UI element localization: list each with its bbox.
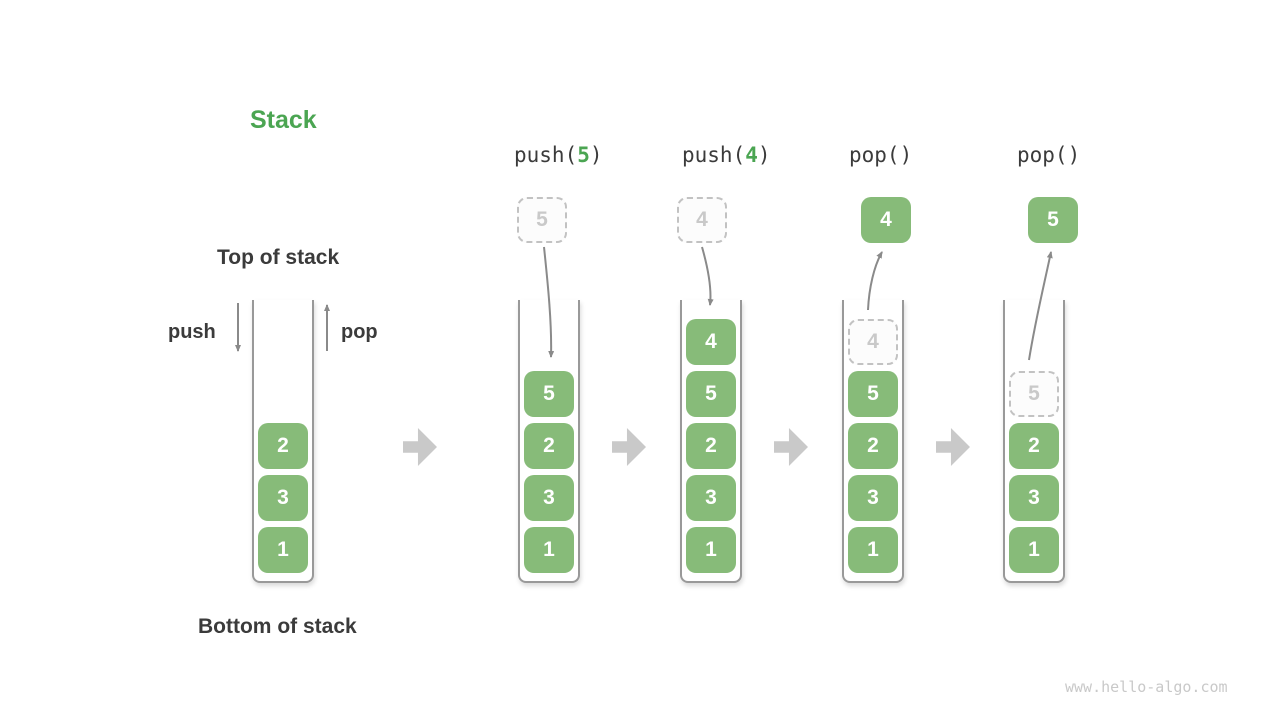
- stack-element: 5: [848, 371, 898, 417]
- stack-container-after-push-4: 4 5 2 3 1: [680, 300, 742, 583]
- op-text: ): [757, 143, 771, 167]
- stack-element: 4: [686, 319, 736, 365]
- stack-element: 3: [524, 475, 574, 521]
- op-text: pop(): [1017, 143, 1081, 167]
- operation-label-push-5: push(5): [514, 143, 603, 167]
- stack-element: 2: [848, 423, 898, 469]
- stack-element: 1: [524, 527, 574, 573]
- op-text: pop(): [849, 143, 913, 167]
- stack-element: 2: [524, 423, 574, 469]
- operation-label-push-4: push(4): [682, 143, 771, 167]
- stack-element: 5: [524, 371, 574, 417]
- stack-element: 1: [848, 527, 898, 573]
- push-label: push: [168, 321, 216, 343]
- stack-element: 3: [848, 475, 898, 521]
- stack-element: 3: [258, 475, 308, 521]
- stack-element: 2: [258, 423, 308, 469]
- op-text: push(: [514, 143, 578, 167]
- stack-container-initial: 2 3 1: [252, 300, 314, 583]
- removed-element-ghost: 5: [1009, 371, 1059, 417]
- stack-element: 1: [258, 527, 308, 573]
- op-arg: 5: [577, 143, 590, 167]
- step-arrow-icon: [936, 428, 970, 466]
- op-text: ): [589, 143, 603, 167]
- removed-element-ghost: 4: [848, 319, 898, 365]
- stack-element: 3: [686, 475, 736, 521]
- stack-element: 2: [1009, 423, 1059, 469]
- incoming-element-5: 5: [517, 197, 567, 243]
- stack-container-after-push-5: 5 2 3 1: [518, 300, 580, 583]
- site-watermark: www.hello-algo.com: [1065, 678, 1228, 696]
- op-text: push(: [682, 143, 746, 167]
- stack-element: 1: [1009, 527, 1059, 573]
- stack-container-after-pop-1: 4 5 2 3 1: [842, 300, 904, 583]
- step-arrow-icon: [403, 428, 437, 466]
- popped-element-4: 4: [861, 197, 911, 243]
- stack-element: 1: [686, 527, 736, 573]
- diagram-title: Stack: [250, 106, 317, 134]
- op-arg: 4: [745, 143, 758, 167]
- push-4-flow-arrow-icon: [701, 246, 714, 306]
- stack-container-after-pop-2: 5 2 3 1: [1003, 300, 1065, 583]
- stack-element: 5: [686, 371, 736, 417]
- operation-label-pop-1: pop(): [849, 143, 912, 167]
- bottom-of-stack-label: Bottom of stack: [198, 615, 357, 638]
- stack-element: 2: [686, 423, 736, 469]
- stack-element: 3: [1009, 475, 1059, 521]
- top-of-stack-label: Top of stack: [217, 246, 340, 269]
- operation-label-pop-2: pop(): [1017, 143, 1080, 167]
- incoming-element-4: 4: [677, 197, 727, 243]
- step-arrow-icon: [612, 428, 646, 466]
- step-arrow-icon: [774, 428, 808, 466]
- pop-label: pop: [341, 321, 378, 343]
- popped-element-5: 5: [1028, 197, 1078, 243]
